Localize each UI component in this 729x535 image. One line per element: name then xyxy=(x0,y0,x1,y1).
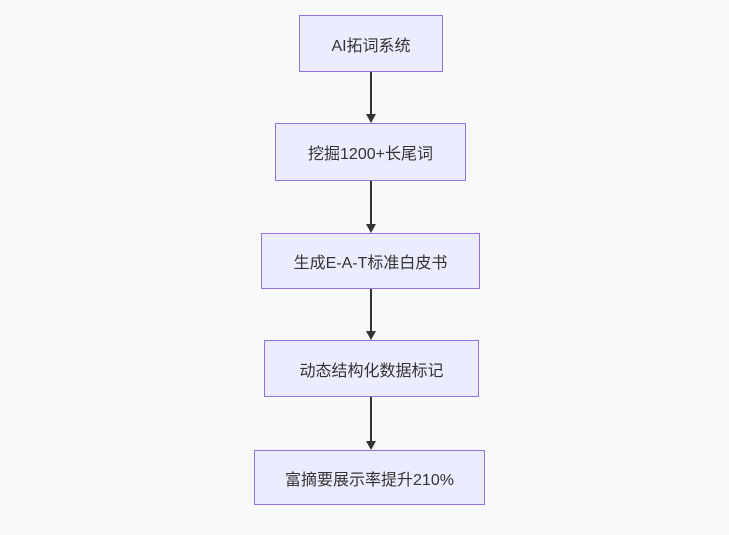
arrow-connector-4 xyxy=(370,397,372,441)
arrowhead-icon xyxy=(366,114,376,123)
arrowhead-icon xyxy=(366,224,376,233)
arrowhead-icon xyxy=(366,441,376,450)
flow-node-label: 动态结构化数据标记 xyxy=(299,362,444,380)
flow-node-structured-data-markup: 动态结构化数据标记 xyxy=(264,340,479,397)
arrowhead-icon xyxy=(366,331,376,340)
flow-node-label: 生成E-A-T标准白皮书 xyxy=(293,255,448,272)
arrow-connector-3 xyxy=(370,289,372,331)
flow-node-label: 挖掘1200+长尾词 xyxy=(308,146,433,163)
arrow-connector-2 xyxy=(370,181,372,224)
flow-node-label: AI拓词系统 xyxy=(331,37,411,55)
arrow-connector-1 xyxy=(370,72,372,114)
flow-node-rich-snippet-result: 富摘要展示率提升210% xyxy=(254,450,485,505)
flow-node-label: 富摘要展示率提升210% xyxy=(285,471,454,489)
flow-node-longtail-mining: 挖掘1200+长尾词 xyxy=(275,123,466,181)
flow-node-eat-whitepaper: 生成E-A-T标准白皮书 xyxy=(261,233,480,289)
flow-node-ai-keyword-system: AI拓词系统 xyxy=(299,15,443,72)
